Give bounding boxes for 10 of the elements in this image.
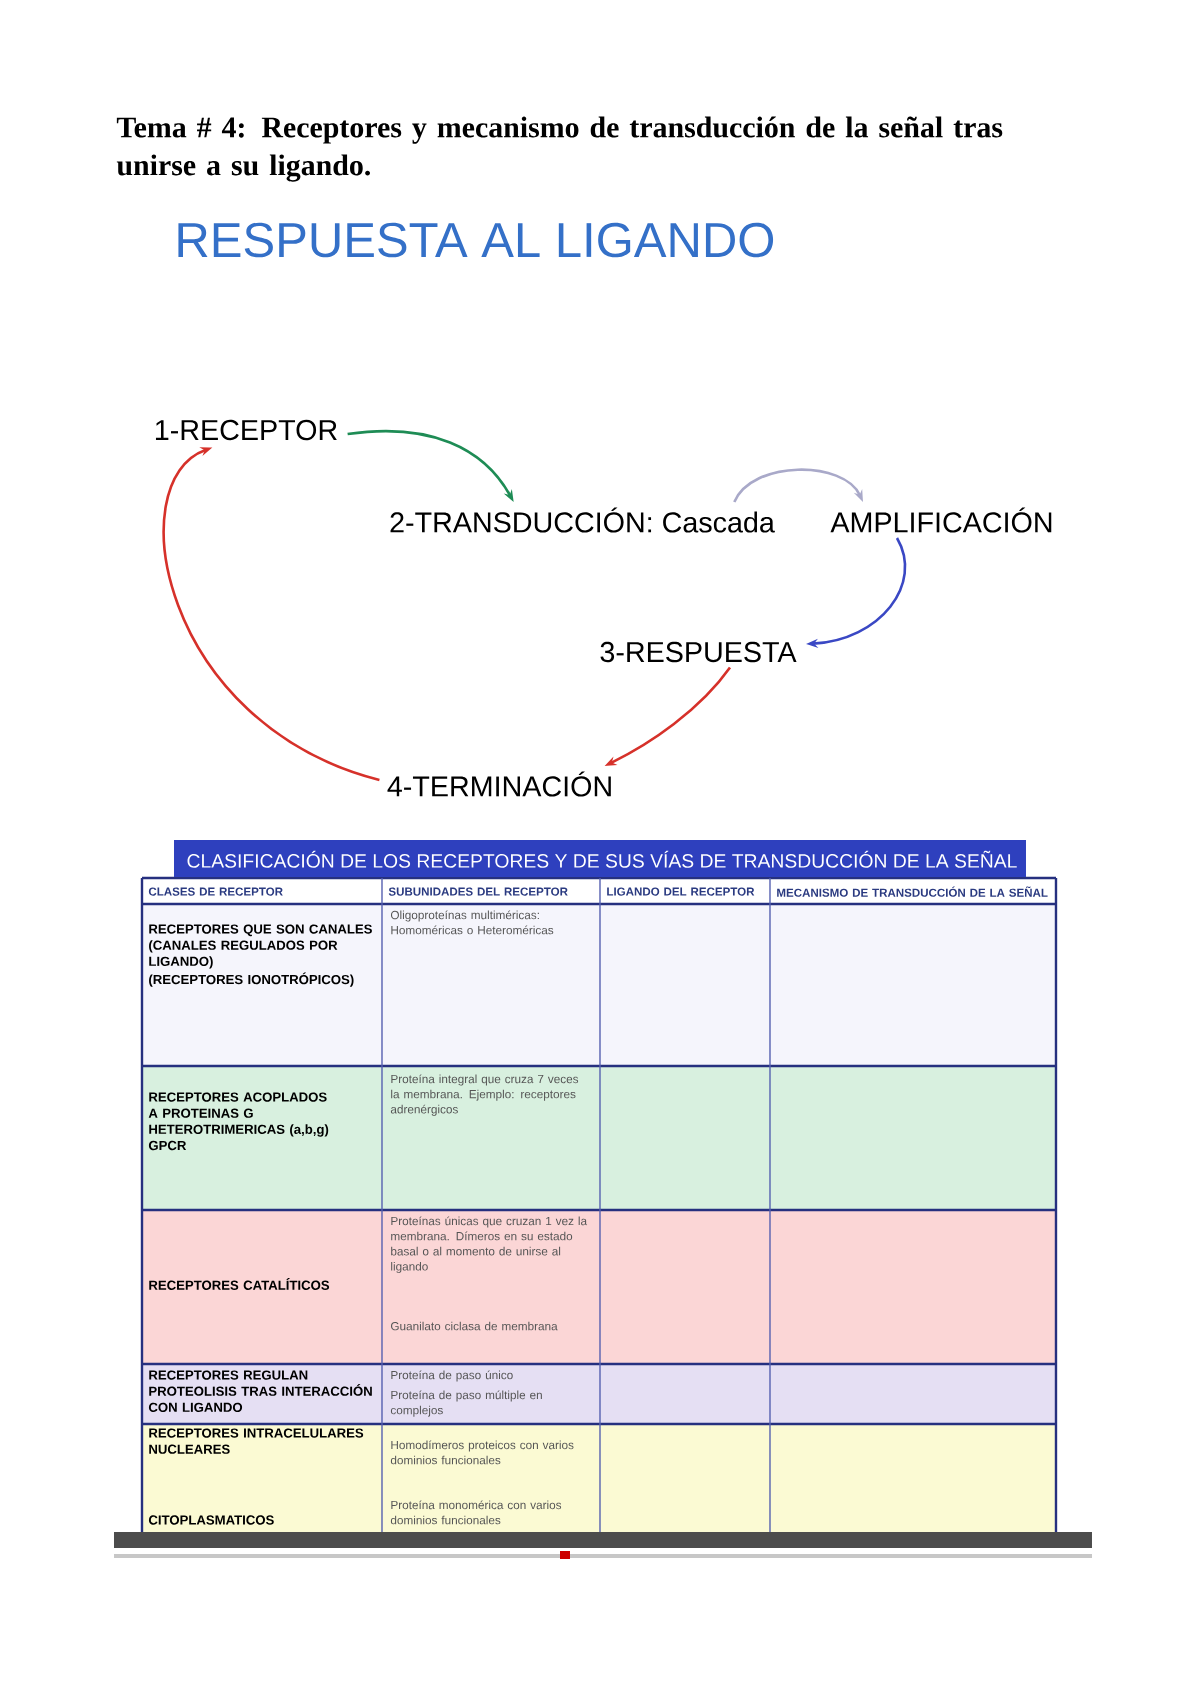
- step-label: 1-RECEPTOR: [156, 419, 337, 441]
- title-band: CLASIFICACIÓN DE LOS RECEPTORES Y DE SUS VÍAS DE TRANSDUCCIÓN DE LA SEÑAL: [174, 840, 1026, 877]
- step-label: 4-TERMINACIÓN: [387, 771, 611, 797]
- step-label: AMPLIFICACIÓN: [830, 507, 1052, 533]
- curved-arrow: [162, 447, 380, 782]
- step-label: 3-RESPUESTA: [600, 641, 797, 663]
- step-label: 2-TRANSDUCCIÓN: Cascada: [390, 507, 775, 533]
- curved-arrow: [733, 468, 863, 503]
- subheading: RESPUESTA AL LIGANDO: [178, 222, 774, 258]
- heading: Tema # 4: Receptores y mecanismo de transducción de la señal tras unirse a su ligando.: [116, 116, 1003, 182]
